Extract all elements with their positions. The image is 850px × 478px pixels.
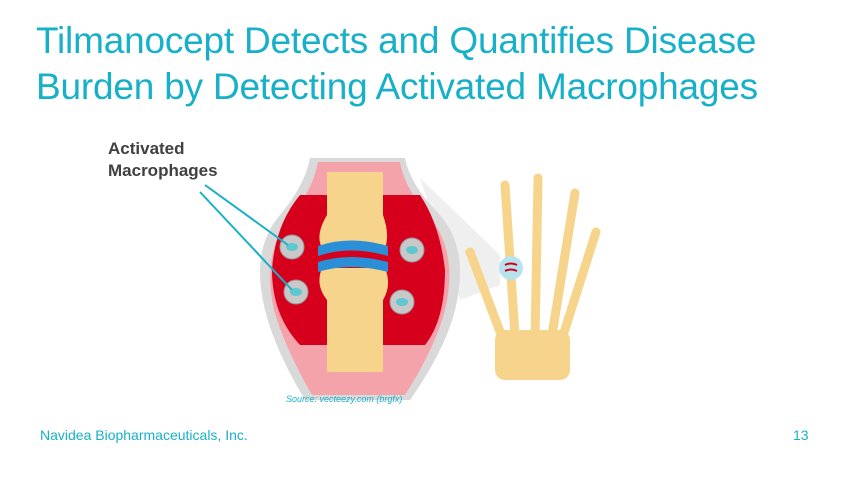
inflammation-mark <box>504 262 518 272</box>
callout-label: Activated Macrophages <box>108 138 218 182</box>
title-line-2: Burden by Detecting Activated Macrophage… <box>36 66 758 107</box>
hand-skeleton <box>465 173 601 350</box>
lower-cartilage <box>318 257 388 272</box>
lower-bone <box>319 268 389 372</box>
upper-bone <box>319 172 388 248</box>
upper-cartilage <box>318 240 388 256</box>
macrophage-nuclei <box>286 243 418 306</box>
wrist-bones <box>495 330 570 380</box>
image-source: Source: vecteezy.com (brgfx) <box>286 394 403 404</box>
page-number: 13 <box>793 427 809 443</box>
inflamed-joint-highlight <box>499 256 523 280</box>
footer-company: Navidea Biopharmaceuticals, Inc. <box>40 427 248 443</box>
title-line-1: Tilmanocept Detects and Quantifies Disea… <box>36 20 757 61</box>
callout-line <box>204 184 289 246</box>
slide-title: Tilmanocept Detects and Quantifies Disea… <box>36 18 846 110</box>
callout-line-2: Macrophages <box>108 161 218 180</box>
callout-line <box>199 191 293 291</box>
callout-line-1: Activated <box>108 139 185 158</box>
